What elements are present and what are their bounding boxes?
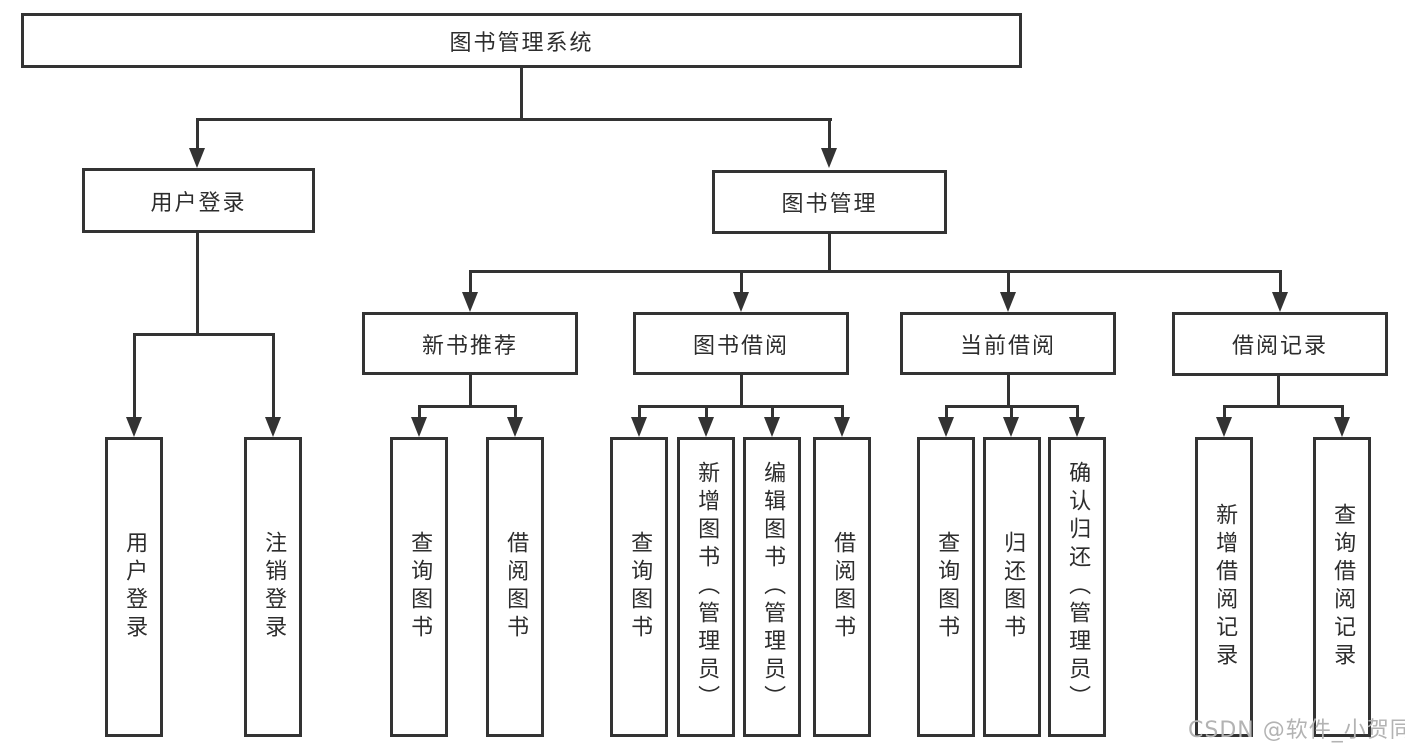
arrowhead-icon: [631, 417, 647, 437]
leaf-br-query-record: 查询借阅记录: [1313, 437, 1371, 737]
edge-to-leaf-cb-query: [945, 405, 948, 421]
arrowhead-icon: [507, 417, 523, 437]
leaf-nb-query-books-label: 查询图书: [407, 531, 433, 643]
edge-root-stem: [520, 67, 523, 120]
edge-to-leaf-bb-borrow: [841, 405, 844, 421]
leaf-bb-add-books-admin: 新增图书（管理员）: [677, 437, 735, 737]
edge-to-leaf-logout: [272, 333, 275, 421]
node-book-mgmt-label: 图书管理: [781, 192, 878, 217]
node-new-books-label: 新书推荐: [421, 333, 518, 359]
leaf-nb-borrow-books: 借阅图书: [486, 437, 544, 737]
node-root: 图书管理系统: [21, 13, 1022, 68]
edge-root-bar: [196, 118, 832, 121]
leaf-logout: 注销登录: [244, 437, 302, 737]
arrowhead-icon: [733, 292, 749, 312]
leaf-cb-query-books-label: 查询图书: [934, 531, 960, 643]
leaf-bb-query-books-label: 查询图书: [627, 531, 653, 643]
leaf-nb-borrow-books-label: 借阅图书: [503, 531, 529, 643]
leaf-logout-label: 注销登录: [261, 531, 287, 643]
leaf-user-login-label: 用户登录: [122, 531, 148, 643]
edge-borrow-records-bar: [1223, 405, 1344, 408]
leaf-cb-confirm-return-admin-label: 确认归还（管理员）: [1065, 461, 1091, 713]
arrowhead-icon: [1000, 292, 1016, 312]
arrowhead-icon: [462, 292, 478, 312]
edge-to-leaf-cb-return: [1010, 405, 1013, 421]
arrowhead-icon: [265, 417, 281, 437]
edge-to-new-books: [469, 270, 472, 296]
arrowhead-icon: [821, 148, 837, 168]
edge-new-books-bar: [418, 405, 517, 408]
edge-to-leaf-nb-query: [418, 405, 421, 421]
leaf-br-add-record-label: 新增借阅记录: [1212, 503, 1238, 671]
node-current-borrow-label: 当前借阅: [959, 333, 1056, 359]
edge-to-leaf-br-add: [1223, 405, 1226, 421]
leaf-bb-query-books: 查询图书: [610, 437, 668, 737]
leaf-bb-borrow-books: 借阅图书: [813, 437, 871, 737]
edge-book-borrow-bar: [638, 405, 844, 408]
arrowhead-icon: [411, 417, 427, 437]
edge-to-book-borrow: [740, 270, 743, 296]
edge-to-leaf-cb-confirm: [1076, 405, 1079, 421]
leaf-cb-query-books: 查询图书: [917, 437, 975, 737]
edge-to-leaf-nb-borrow: [514, 405, 517, 421]
arrowhead-icon: [1334, 417, 1350, 437]
arrowhead-icon: [1069, 417, 1085, 437]
edge-to-leaf-bb-edit: [771, 405, 774, 421]
edge-to-leaf-bb-add: [705, 405, 708, 421]
node-new-books: 新书推荐: [362, 312, 578, 375]
node-borrow-records-label: 借阅记录: [1231, 334, 1328, 359]
edge-user-login-stem: [196, 232, 199, 336]
arrowhead-icon: [834, 417, 850, 437]
node-root-label: 图书管理系统: [449, 30, 594, 56]
leaf-nb-query-books: 查询图书: [390, 437, 448, 737]
arrowhead-icon: [1216, 417, 1232, 437]
edge-current-borrow-stem: [1007, 374, 1010, 408]
arrowhead-icon: [126, 417, 142, 437]
edge-book-mgmt-bar: [469, 270, 1281, 273]
csdn-watermark: CSDN @软件_小贺同学: [1188, 718, 1405, 743]
leaf-bb-edit-books-admin: 编辑图书（管理员）: [743, 437, 801, 737]
edge-book-mgmt-stem: [828, 233, 831, 273]
leaf-br-query-record-label: 查询借阅记录: [1330, 503, 1356, 671]
edge-to-leaf-user-login: [133, 333, 136, 421]
edge-new-books-stem: [469, 374, 472, 408]
leaf-user-login: 用户登录: [105, 437, 163, 737]
edge-to-book-mgmt: [828, 118, 831, 154]
arrowhead-icon: [698, 417, 714, 437]
node-current-borrow: 当前借阅: [900, 312, 1116, 375]
node-user-login-label: 用户登录: [150, 190, 247, 216]
edge-book-borrow-stem: [740, 374, 743, 408]
leaf-bb-borrow-books-label: 借阅图书: [830, 531, 856, 643]
leaf-br-add-record: 新增借阅记录: [1195, 437, 1253, 737]
edge-borrow-records-stem: [1277, 375, 1280, 408]
arrowhead-icon: [764, 417, 780, 437]
edge-user-login-bar: [133, 333, 275, 336]
node-book-borrow-label: 图书借阅: [692, 333, 789, 359]
edge-to-leaf-br-query: [1341, 405, 1344, 421]
node-borrow-records: 借阅记录: [1172, 312, 1388, 376]
edge-to-current-borrow: [1007, 270, 1010, 296]
node-book-mgmt: 图书管理: [712, 170, 947, 234]
leaf-bb-edit-books-admin-label: 编辑图书（管理员）: [760, 461, 786, 713]
arrowhead-icon: [1272, 292, 1288, 312]
leaf-cb-return-books: 归还图书: [983, 437, 1041, 737]
edge-to-user-login: [196, 118, 199, 154]
leaf-bb-add-books-admin-label: 新增图书（管理员）: [694, 461, 720, 713]
node-book-borrow: 图书借阅: [633, 312, 849, 375]
edge-to-leaf-bb-query: [638, 405, 641, 421]
arrowhead-icon: [189, 148, 205, 168]
edge-to-borrow-records: [1279, 270, 1282, 296]
arrowhead-icon: [938, 417, 954, 437]
node-user-login: 用户登录: [82, 168, 315, 233]
leaf-cb-confirm-return-admin: 确认归还（管理员）: [1048, 437, 1106, 737]
arrowhead-icon: [1003, 417, 1019, 437]
leaf-cb-return-books-label: 归还图书: [1000, 531, 1026, 643]
